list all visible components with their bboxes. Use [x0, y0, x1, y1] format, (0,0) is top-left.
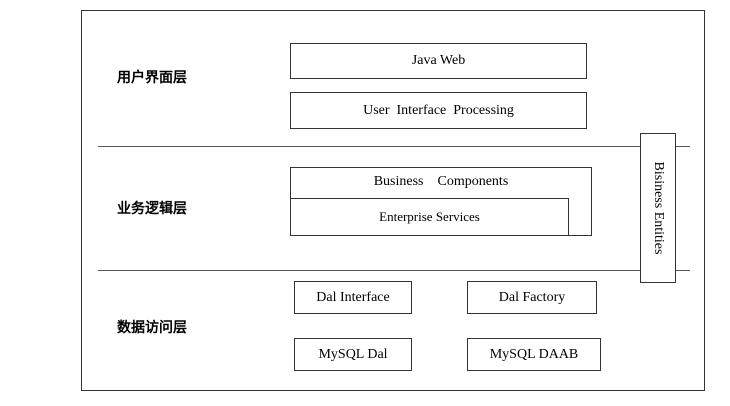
mysql-dal-box: MySQL Dal [294, 338, 412, 371]
ui-processing-box: User Interface Processing [290, 92, 587, 129]
business-entities-label: Bisiness Entities [651, 161, 666, 255]
business-components-label: Business Components [373, 174, 509, 189]
dal-factory-box: Dal Factory [467, 281, 597, 314]
mysql-daab-box: MySQL DAAB [467, 338, 601, 371]
business-entities-box: Bisiness Entities [640, 133, 676, 283]
layer-separator-top [98, 146, 690, 147]
enterprise-services-box: Enterprise Services [290, 198, 569, 236]
dal-interface-box: Dal Interface [294, 281, 412, 314]
layer-separator-bottom [98, 270, 690, 271]
java-web-box: Java Web [290, 43, 587, 79]
business-layer-label: 业务逻辑层 [117, 201, 187, 217]
data-access-layer-label: 数据访问层 [117, 320, 187, 336]
ui-layer-label: 用户界面层 [117, 70, 187, 86]
